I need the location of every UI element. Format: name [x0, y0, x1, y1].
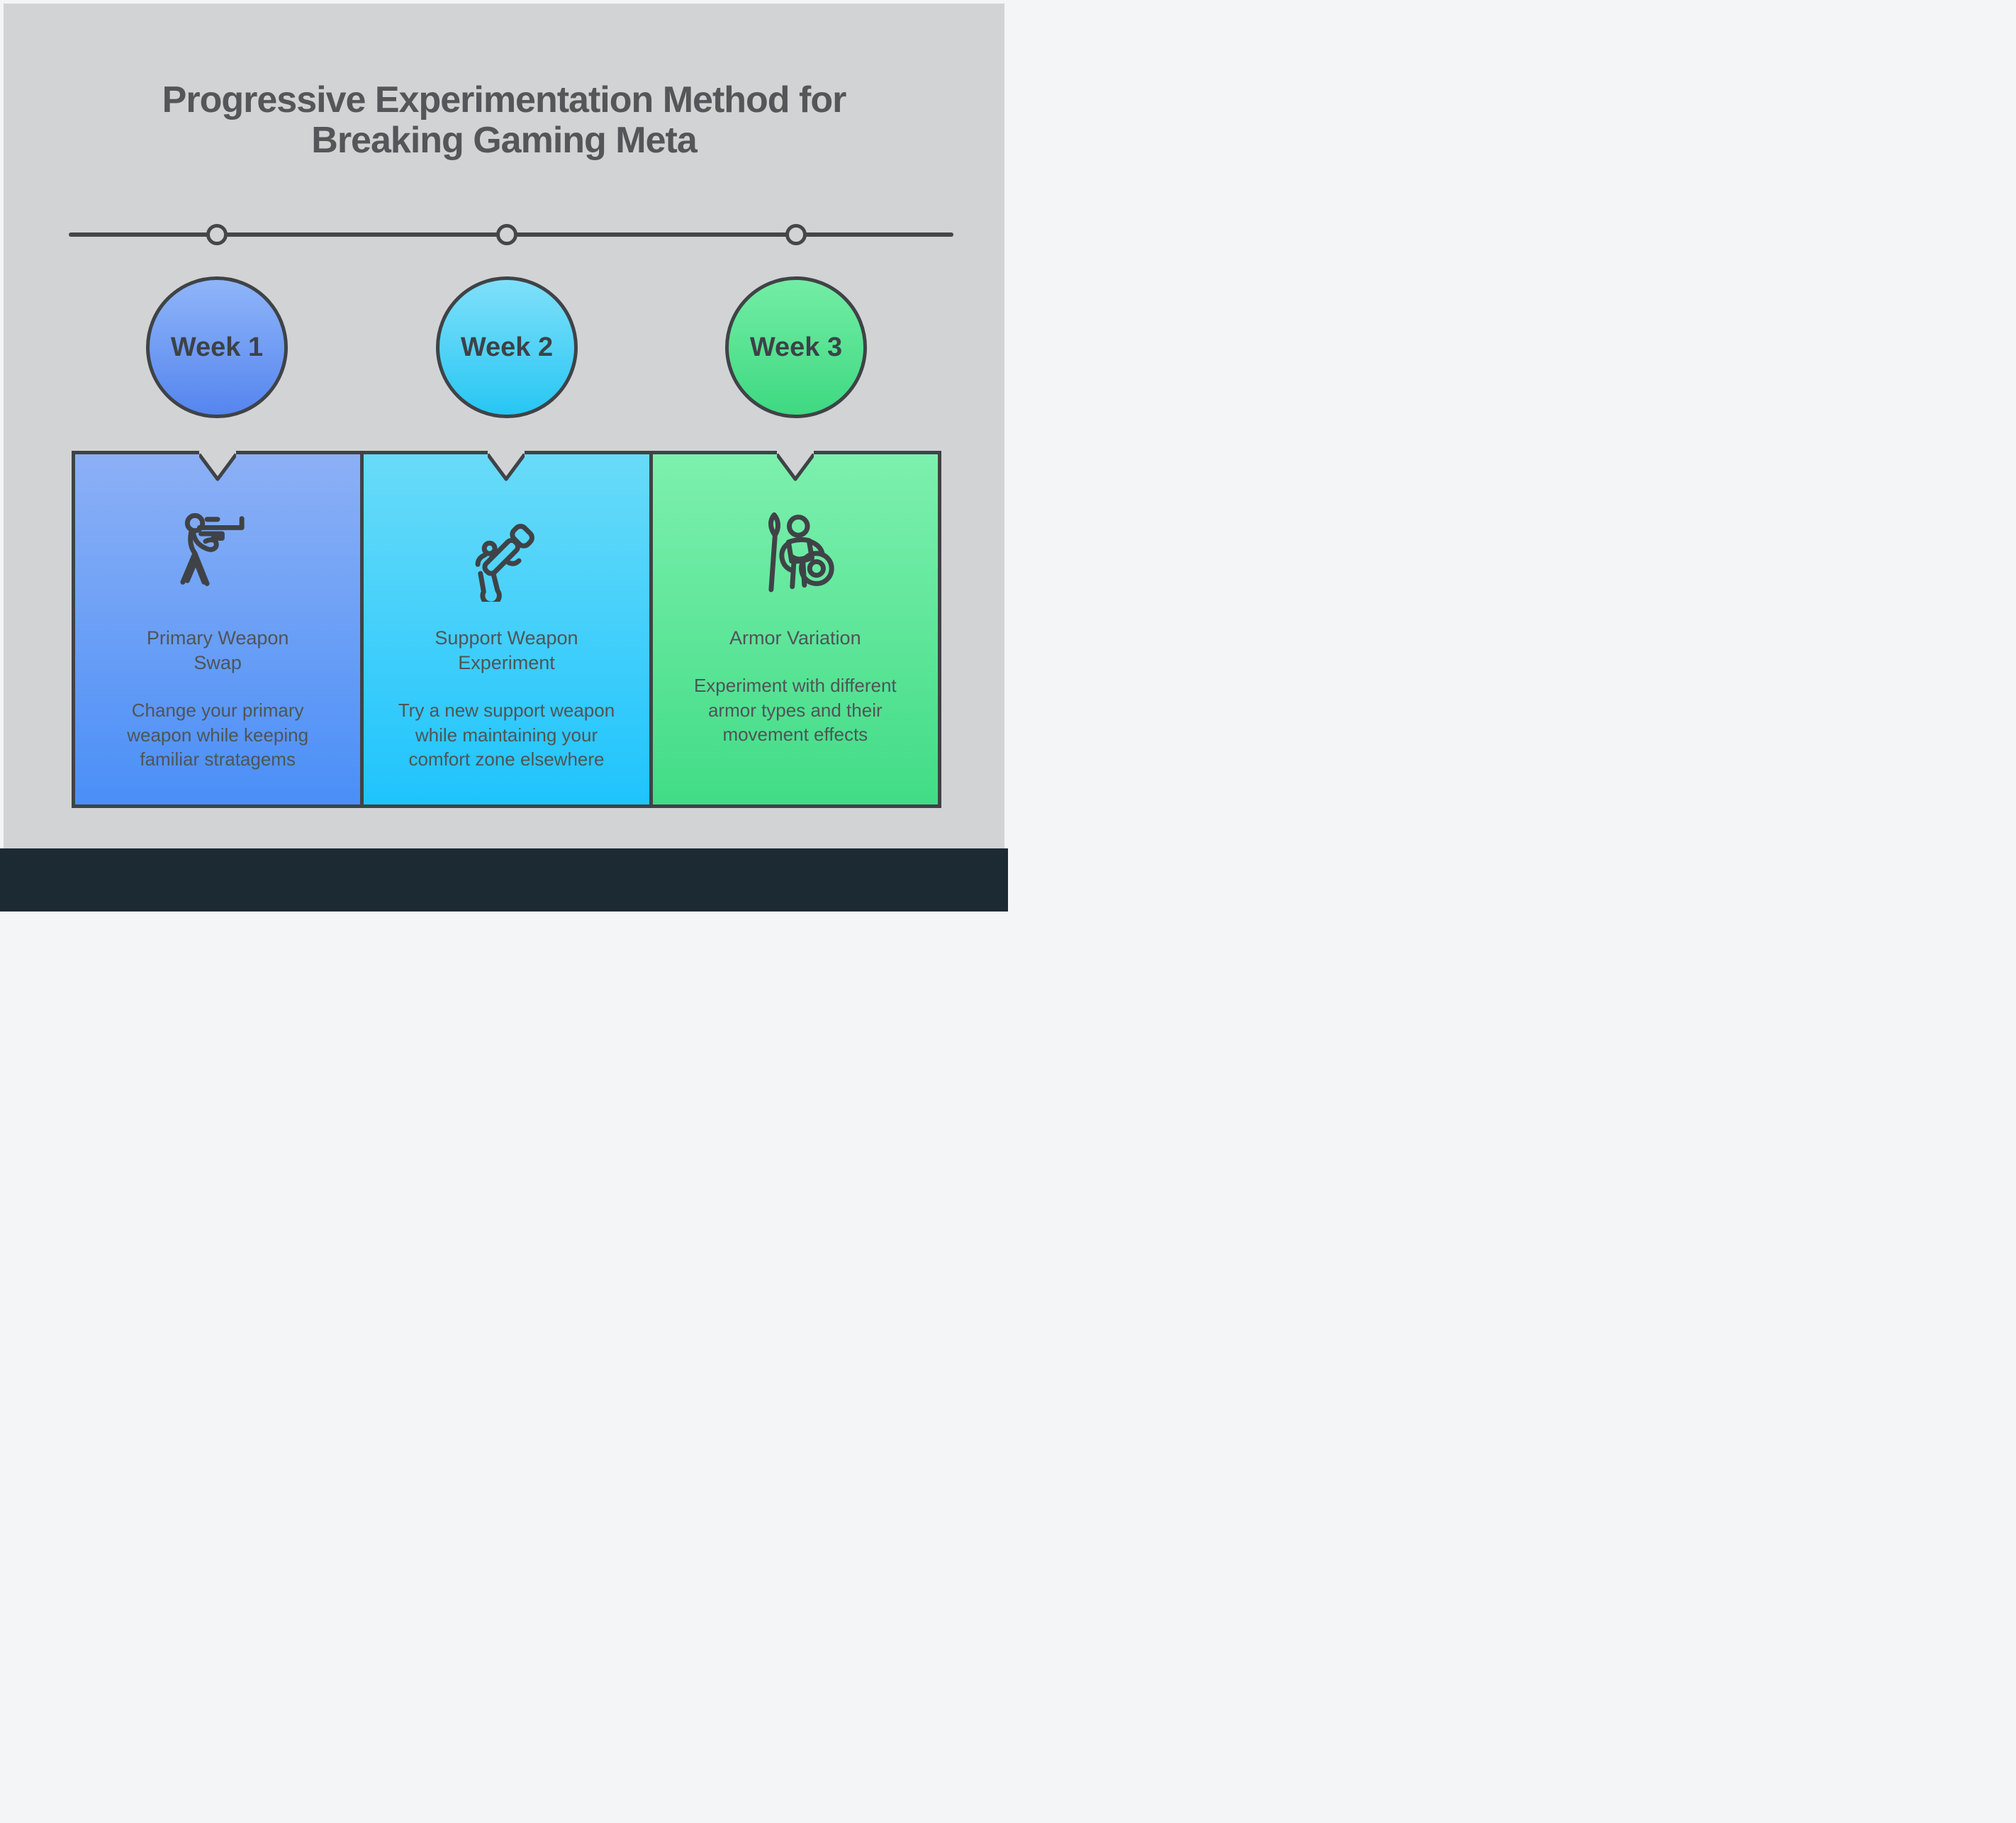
footer-bar — [0, 848, 1008, 912]
card-title: Primary Weapon Swap — [146, 627, 289, 674]
infographic-page: Progressive Experimentation Method for B… — [0, 0, 1008, 912]
week-2-label: Week 2 — [460, 332, 554, 362]
week-circle-3: Week 3 — [725, 276, 867, 418]
week-circle-2: Week 2 — [436, 276, 578, 418]
card-title: Armor Variation — [729, 627, 861, 649]
page-title-text: Progressive Experimentation Method for B… — [162, 79, 847, 162]
card-week3-armor-variation: Armor Variation Experiment with differen… — [649, 451, 941, 808]
card-description: Change your primary weapon while keeping… — [127, 700, 309, 770]
warrior-spear-shield-icon — [750, 511, 841, 602]
card-week2-support-weapon-experiment: Support Weapon Experiment Try a new supp… — [360, 451, 653, 808]
week-circle-1: Week 1 — [146, 276, 288, 418]
card-title: Support Weapon Experiment — [435, 627, 578, 674]
blunderbuss-gun-icon — [461, 511, 551, 607]
cards-row: Primary Weapon Swap Change your primary … — [72, 451, 941, 808]
card-notch — [488, 451, 525, 481]
canvas: Progressive Experimentation Method for B… — [4, 4, 1004, 848]
page-title: Progressive Experimentation Method for B… — [4, 79, 1004, 162]
card-week1-primary-weapon-swap: Primary Weapon Swap Change your primary … — [72, 451, 364, 808]
card-description: Try a new support weapon while maintaini… — [398, 700, 615, 770]
timeline-node-week1 — [206, 224, 228, 245]
timeline-node-week2 — [496, 224, 517, 245]
week-3-label: Week 3 — [749, 332, 843, 362]
timeline-node-week3 — [785, 224, 807, 245]
week-1-label: Week 1 — [170, 332, 264, 362]
card-notch — [776, 451, 814, 481]
card-notch — [199, 451, 237, 481]
rifleman-aiming-icon — [172, 511, 263, 602]
card-description: Experiment with different armor types an… — [693, 675, 897, 746]
